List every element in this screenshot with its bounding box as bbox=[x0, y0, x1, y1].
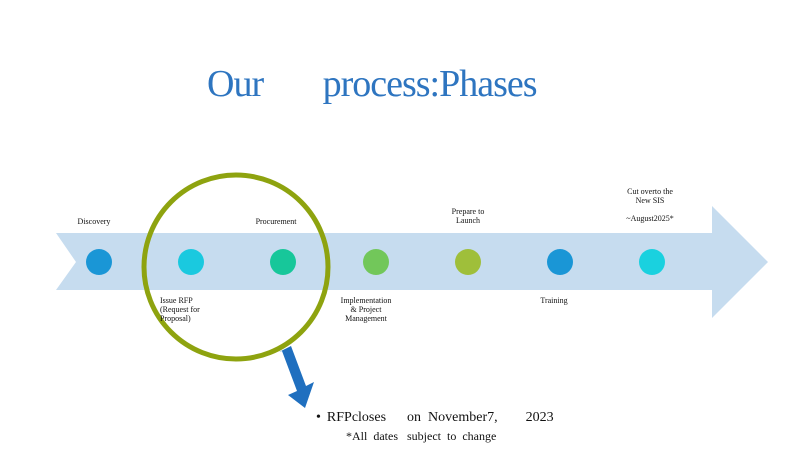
phase-label-discovery: Discovery bbox=[77, 217, 111, 226]
phase-dot-issue-rfp bbox=[178, 249, 204, 275]
rfp-close-text: RFPcloses on November7, 2023 bbox=[326, 410, 554, 425]
phase-label-training: Training bbox=[540, 296, 568, 305]
highlight-circle bbox=[141, 172, 331, 362]
phase-dot-implementation bbox=[363, 249, 389, 275]
phase-dot-prepare-launch bbox=[455, 249, 481, 275]
phase-label-issue-rfp: Issue RFP (Request for Proposal) bbox=[160, 296, 200, 323]
bullet-dot-icon: • bbox=[316, 410, 321, 425]
rfp-close-note: • RFPcloses on November7, 2023 bbox=[316, 410, 554, 426]
dates-disclaimer: *All dates subject to change bbox=[346, 429, 497, 443]
pointer-arrow bbox=[279, 346, 314, 408]
phase-dot-training bbox=[547, 249, 573, 275]
phase-dot-cutover bbox=[639, 249, 665, 275]
phase-label-prepare-launch: Prepare to Launch bbox=[451, 207, 485, 225]
phase-dot-discovery bbox=[86, 249, 112, 275]
slide-title: Our process:Phases bbox=[207, 63, 538, 105]
timeline-arrow bbox=[56, 206, 768, 318]
phase-label-cutover: Cut overto the New SIS ~August2025* bbox=[626, 187, 674, 223]
phase-dot-procurement bbox=[270, 249, 296, 275]
phase-label-implementation: Implementation & Project Management bbox=[340, 296, 392, 323]
phase-label-procurement: Procurement bbox=[255, 217, 297, 226]
